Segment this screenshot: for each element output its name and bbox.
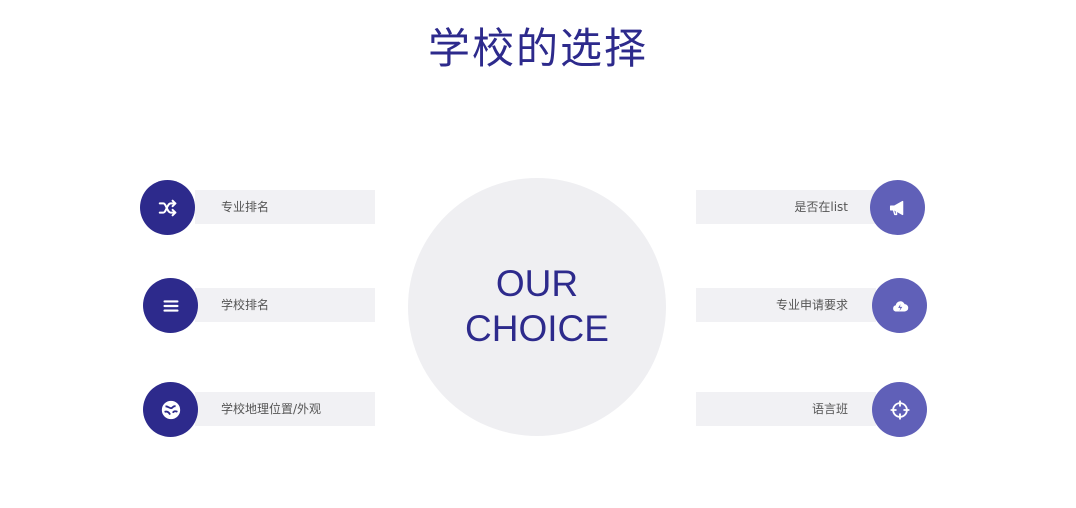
crosshair-icon <box>872 382 927 437</box>
center-circle <box>408 178 666 436</box>
left-item-bar-3 <box>195 392 375 426</box>
left-item-bar-1 <box>195 190 375 224</box>
cloud-lightning-icon <box>872 278 927 333</box>
megaphone-icon <box>870 180 925 235</box>
left-item-bar-2 <box>195 288 375 322</box>
right-item-bar-1 <box>696 190 876 224</box>
menu-lines-icon <box>143 278 198 333</box>
right-item-label-1: 是否在list <box>794 200 848 214</box>
shuffle-icon <box>140 180 195 235</box>
center-text-line2: CHOICE <box>465 308 609 349</box>
left-item-label-2: 学校排名 <box>221 298 270 312</box>
left-item-label-3: 学校地理位置/外观 <box>221 402 322 416</box>
right-item-bar-2 <box>696 288 876 322</box>
center-text-line1: OUR <box>495 263 579 304</box>
right-item-label-2: 专业申请要求 <box>775 298 848 312</box>
right-item-bar-3 <box>696 392 876 426</box>
page-title: 学校的选择 <box>427 24 648 73</box>
right-item-label-3: 语言班 <box>811 402 848 416</box>
globe-icon <box>143 382 198 437</box>
left-item-label-1: 专业排名 <box>221 200 270 214</box>
